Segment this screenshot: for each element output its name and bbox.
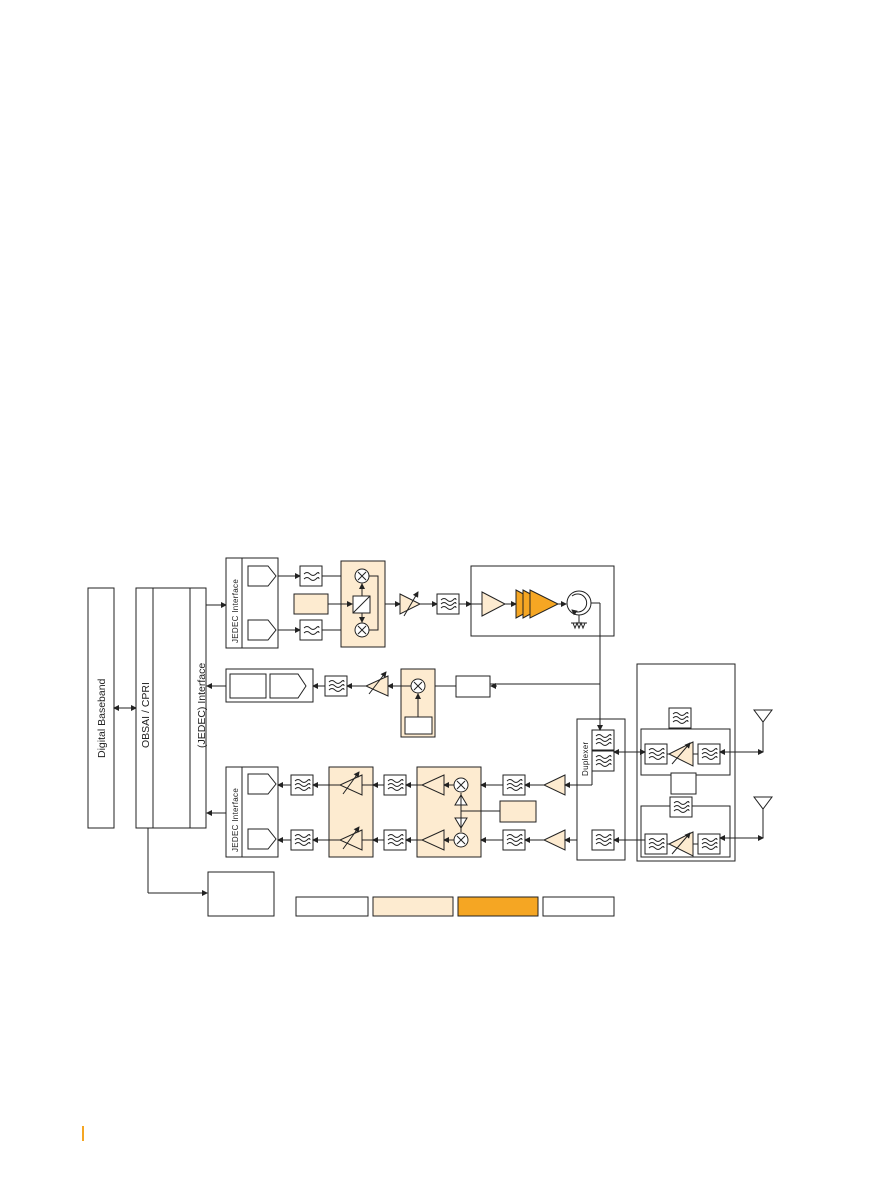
filter-icon	[290, 829, 314, 851]
filter-icon	[697, 743, 721, 765]
filter-icon	[324, 675, 348, 697]
front-end-block	[636, 663, 736, 862]
antenna-icon	[753, 709, 773, 723]
feedback-adc-block	[225, 668, 314, 703]
legend-swatch-2	[372, 896, 454, 917]
antenna-icon	[753, 796, 773, 810]
amplifier-icon	[529, 589, 560, 619]
filter-icon	[591, 750, 615, 772]
filter-icon	[436, 593, 460, 615]
tx-jedec-label: JEDEC Interface	[231, 579, 240, 643]
mixer-icon	[453, 777, 469, 793]
legend-swatch-3	[457, 896, 539, 917]
legend-swatch-4	[542, 896, 615, 917]
iq-modulator-block	[340, 560, 386, 648]
digital-baseband-label: Digital Baseband	[96, 678, 108, 758]
page-marker	[82, 1126, 84, 1141]
feedback-mixer-block	[400, 668, 436, 738]
dac-icon	[247, 565, 277, 587]
filter-icon	[644, 833, 668, 855]
filter-icon	[502, 829, 526, 851]
filter-icon	[697, 833, 721, 855]
adc-icon	[247, 773, 277, 795]
amplifier-icon	[399, 593, 422, 615]
feedback-lo-block	[455, 675, 491, 698]
filter-icon	[669, 796, 693, 818]
control-block	[207, 871, 275, 917]
amplifier-icon	[364, 675, 389, 697]
filter-icon	[383, 829, 407, 851]
obsai-cpri-label: OBSAI / CPRI	[140, 682, 152, 748]
mixer-icon	[354, 622, 370, 638]
filter-icon	[299, 565, 323, 587]
jedec-interface-label: (JEDEC) Interface	[196, 663, 208, 748]
amplifier-icon	[481, 591, 507, 617]
filter-icon	[591, 829, 615, 851]
mixer-icon	[453, 832, 469, 848]
filter-icon	[299, 619, 323, 641]
digital-baseband-block: Digital Baseband	[87, 587, 115, 829]
legend-swatch-1	[295, 896, 369, 917]
filter-icon	[591, 729, 615, 751]
adc-icon	[247, 828, 277, 850]
obsai-cpri-block: OBSAI / CPRI (JEDEC) Interface	[135, 587, 208, 829]
adc-icon	[269, 673, 307, 699]
mixer-icon	[410, 678, 426, 694]
filter-icon	[668, 707, 692, 729]
rx-vga-block	[328, 766, 374, 858]
legend	[295, 896, 615, 917]
amplifier-icon	[542, 829, 566, 851]
rx-jedec-label: JEDEC Interface	[231, 788, 240, 852]
amplifier-icon	[542, 774, 566, 796]
power-amplifier-block	[470, 565, 615, 637]
mixer-icon	[354, 568, 370, 584]
filter-icon	[644, 743, 668, 765]
rx-demodulator-block	[416, 766, 482, 858]
rx-lo-block	[499, 800, 537, 823]
filter-icon	[502, 774, 526, 796]
dac-icon	[247, 619, 277, 641]
rx-jedec-block: JEDEC Interface	[225, 766, 279, 858]
tx-jedec-block: JEDEC Interface	[225, 557, 279, 649]
duplexer-label: Duplexer	[581, 742, 590, 776]
filter-icon	[290, 774, 314, 796]
lo-block	[293, 593, 329, 615]
duplexer-block: Duplexer	[576, 718, 626, 861]
filter-icon	[383, 774, 407, 796]
